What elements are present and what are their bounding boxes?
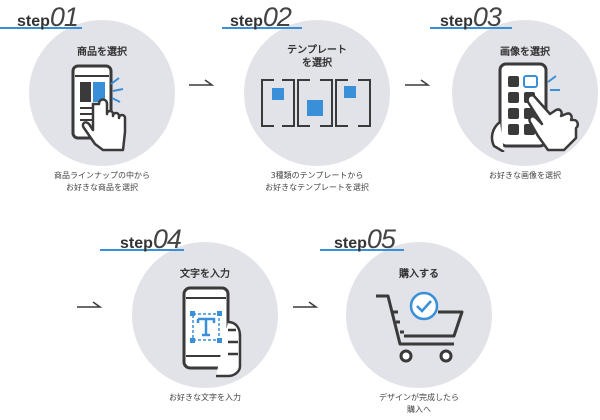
step-03: step03 画像を選択 お好きな画像を選択 <box>430 2 600 198</box>
title-line-2: を選択 <box>302 58 332 69</box>
step-word: step <box>440 13 473 30</box>
step-description: デザインが完成したら 購入へ <box>306 392 532 416</box>
step-word: step <box>334 235 367 252</box>
step-description: 商品ラインナップの中から お好きな商品を選択 <box>0 170 215 194</box>
desc-line-1: 商品ラインナップの中から <box>54 171 150 180</box>
step-description: お好きな文字を入力 <box>92 392 318 404</box>
step-underline <box>222 27 302 29</box>
desc-line-2: お好きな商品を選択 <box>66 183 138 192</box>
desc-line-1: デザインが完成したら <box>379 393 459 402</box>
desc-line-1: お好きな文字を入力 <box>169 393 241 402</box>
desc-line-1: 3種類のテンプレートから <box>270 171 364 180</box>
step-word: step <box>120 235 153 252</box>
text-input-icon <box>182 286 242 378</box>
desc-line-1: お好きな画像を選択 <box>489 171 561 180</box>
step-label: step01 <box>17 2 79 33</box>
step-title: 画像を選択 <box>500 47 550 58</box>
step-underline <box>430 27 512 29</box>
step-04: step04 文字を入力 お好きな文字を入力 <box>100 224 282 420</box>
step-number: 04 <box>152 224 182 254</box>
title-line-1: テンプレート <box>287 45 347 56</box>
step-word: step <box>17 13 50 30</box>
step-05: step05 購入する デザインが完成したら 購入へ <box>320 224 496 420</box>
step-description: 3種類のテンプレートから お好きなテンプレートを選択 <box>204 170 430 194</box>
step-01: step01 商品を選択 商品ラインナップの中から お好きな商品を選択 <box>0 2 179 198</box>
step-title: 購入する <box>399 269 439 280</box>
step-number: 02 <box>262 2 292 32</box>
arrow-right-icon <box>189 79 214 86</box>
step-number: 03 <box>472 2 502 32</box>
step-label: step02 <box>230 2 292 33</box>
cart-check-icon <box>376 291 464 363</box>
step-02: step02 テンプレート を選択 3種類のテンプレートから お好きなテンプレー… <box>222 2 394 198</box>
step-number: 01 <box>49 2 79 32</box>
step-word: step <box>230 13 263 30</box>
step-number: 05 <box>366 224 396 254</box>
arrow-right-icon <box>293 301 318 308</box>
step-label: step03 <box>440 2 502 33</box>
image-select-icon <box>490 62 579 152</box>
step-title: 商品を選択 <box>77 47 127 58</box>
step-underline <box>0 27 82 29</box>
step-underline <box>100 249 184 251</box>
template-icon <box>261 79 371 127</box>
phone-hand-icon <box>71 64 127 152</box>
step-label: step04 <box>120 224 182 255</box>
step-description: お好きな画像を選択 <box>412 170 600 182</box>
step-title: 文字を入力 <box>180 269 230 280</box>
arrow-right-icon <box>405 79 430 86</box>
step-underline <box>320 249 404 251</box>
arrow-right-icon <box>77 301 102 308</box>
step-circle <box>244 20 390 166</box>
step-title: テンプレート を選択 <box>244 44 390 70</box>
step-label: step05 <box>334 224 396 255</box>
desc-line-2: 購入へ <box>407 405 431 414</box>
desc-line-2: お好きなテンプレートを選択 <box>265 183 369 192</box>
